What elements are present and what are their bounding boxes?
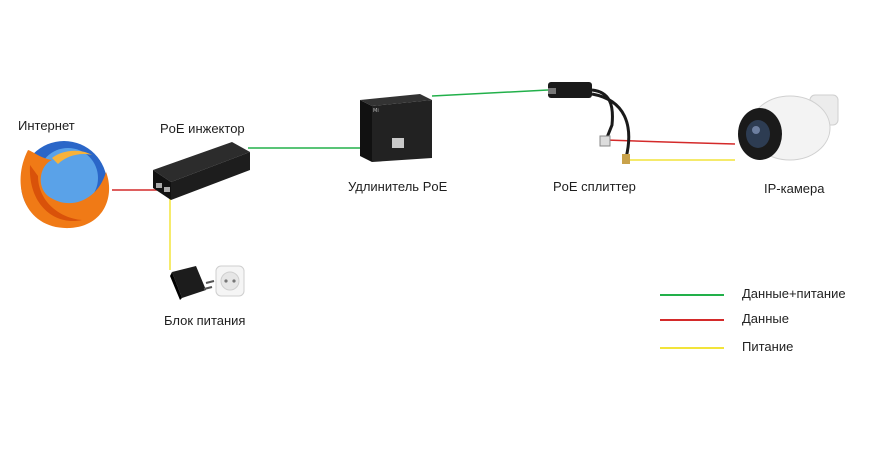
wall-socket-icon [215,265,245,297]
label-injector: PoE инжектор [160,121,245,136]
label-splitter: PoE сплиттер [553,179,636,194]
legend-label-data: Данные [742,311,789,326]
power-adapter-icon [170,266,215,300]
poe-extender-icon: Mi [360,94,432,162]
legend-label-data-power: Данные+питание [742,286,846,301]
label-camera: IP-камера [764,181,825,196]
legend-swatch-data-power [660,294,724,296]
label-internet: Интернет [18,118,75,133]
legend-item-data: Данные [660,311,860,329]
firefox-globe-icon [20,141,110,229]
label-psu: Блок питания [164,313,246,328]
legend-label-power: Питание [742,339,794,354]
line-extender-splitter [431,89,549,97]
svg-text:Mi: Mi [373,108,379,114]
poe-splitter-icon [548,82,631,164]
ip-camera-icon [738,94,839,161]
label-extender: Удлинитель PoE [348,179,448,194]
line-splitter-camera-data [605,139,736,145]
legend-swatch-data [660,319,724,321]
legend-swatch-power [660,347,724,349]
poe-injector-icon [153,142,250,200]
legend-item-power: Питание [660,339,860,357]
legend-item-data-power: Данные+питание [660,286,860,304]
